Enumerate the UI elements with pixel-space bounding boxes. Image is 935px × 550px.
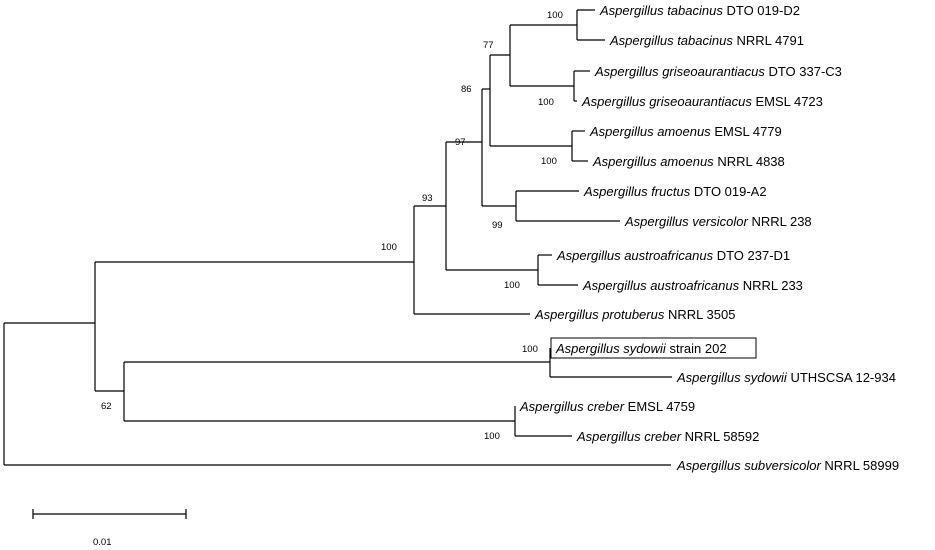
tip-label: Aspergillus fructus DTO 019-A2 <box>583 184 767 199</box>
strain-id: EMSL 4779 <box>714 124 781 139</box>
strain-id: DTO 019-A2 <box>694 184 767 199</box>
bootstrap-value: 99 <box>492 220 503 231</box>
taxon-name: Aspergillus protuberus <box>534 307 665 322</box>
bootstrap-value: 100 <box>547 10 563 21</box>
bootstrap-value: 100 <box>504 280 520 291</box>
taxon-name: Aspergillus griseoaurantiacus <box>594 64 765 79</box>
tip-label-highlighted: Aspergillus sydowii strain 202 <box>555 341 727 356</box>
strain-id: NRRL 238 <box>751 214 811 229</box>
taxon-name: Aspergillus austroafricanus <box>582 278 740 293</box>
tip-label: Aspergillus versicolor NRRL 238 <box>624 214 812 229</box>
bootstrap-value: 100 <box>538 97 554 108</box>
strain-id: NRRL 58999 <box>824 458 899 473</box>
strain-id: EMSL 4759 <box>628 399 695 414</box>
strain-id: NRRL 4838 <box>717 154 784 169</box>
taxon-name: Aspergillus austroafricanus <box>556 248 714 263</box>
bootstrap-labels: 100 77 100 86 100 97 99 93 100 100 100 6… <box>101 10 563 442</box>
bootstrap-value: 100 <box>484 431 500 442</box>
taxon-name: Aspergillus sydowii <box>676 370 788 385</box>
strain-id: EMSL 4723 <box>755 94 822 109</box>
tip-label: Aspergillus tabacinus DTO 019-D2 <box>599 3 800 18</box>
tip-label: Aspergillus amoenus EMSL 4779 <box>589 124 782 139</box>
tip-label: Aspergillus tabacinus NRRL 4791 <box>609 33 804 48</box>
tip-label: Aspergillus griseoaurantiacus EMSL 4723 <box>581 94 823 109</box>
strain-id: UTHSCSA 12-934 <box>790 370 896 385</box>
taxon-name: Aspergillus amoenus <box>592 154 714 169</box>
tip-label: Aspergillus griseoaurantiacus DTO 337-C3 <box>594 64 842 79</box>
bootstrap-value: 77 <box>483 40 494 51</box>
taxon-name: Aspergillus tabacinus <box>599 3 723 18</box>
tip-label: Aspergillus sydowii UTHSCSA 12-934 <box>676 370 896 385</box>
strain-id: DTO 019-D2 <box>726 3 799 18</box>
taxon-name: Aspergillus fructus <box>583 184 691 199</box>
strain-id: NRRL 4791 <box>736 33 803 48</box>
taxon-name: Aspergillus griseoaurantiacus <box>581 94 752 109</box>
highlight-box <box>550 337 757 359</box>
tip-label: Aspergillus creber EMSL 4759 <box>519 399 695 414</box>
tip-label: Aspergillus austroafricanus NRRL 233 <box>582 278 803 293</box>
scale-bar: 0.01 <box>32 509 187 548</box>
strain-id: NRRL 58592 <box>685 429 760 444</box>
taxon-name: Aspergillus sydowii <box>555 341 667 356</box>
bootstrap-value: 93 <box>422 193 433 204</box>
bootstrap-value: 62 <box>101 401 112 412</box>
tip-label: Aspergillus subversicolor NRRL 58999 <box>676 458 899 473</box>
tip-label: Aspergillus amoenus NRRL 4838 <box>592 154 785 169</box>
bootstrap-value: 86 <box>461 84 472 95</box>
taxon-name: Aspergillus versicolor <box>624 214 748 229</box>
taxon-name: Aspergillus subversicolor <box>676 458 821 473</box>
strain-id: DTO 337-C3 <box>768 64 841 79</box>
strain-id: NRRL 233 <box>743 278 803 293</box>
strain-id: strain 202 <box>669 341 726 356</box>
tip-label: Aspergillus protuberus NRRL 3505 <box>534 307 735 322</box>
tree-branches <box>3 9 672 466</box>
tip-label: Aspergillus creber NRRL 58592 <box>576 429 759 444</box>
strain-id: NRRL 3505 <box>668 307 735 322</box>
bootstrap-value: 97 <box>455 137 466 148</box>
bootstrap-value: 100 <box>541 156 557 167</box>
taxon-name: Aspergillus amoenus <box>589 124 711 139</box>
strain-id: DTO 237-D1 <box>717 248 790 263</box>
tip-label: Aspergillus austroafricanus DTO 237-D1 <box>556 248 790 263</box>
bootstrap-value: 100 <box>381 242 397 253</box>
taxon-name: Aspergillus creber <box>576 429 682 444</box>
bootstrap-value: 100 <box>522 344 538 355</box>
taxon-name: Aspergillus creber <box>519 399 625 414</box>
scale-bar-label: 0.01 <box>93 537 112 548</box>
tip-labels: Aspergillus tabacinus DTO 019-D2 Aspergi… <box>519 3 899 473</box>
taxon-name: Aspergillus tabacinus <box>609 33 733 48</box>
